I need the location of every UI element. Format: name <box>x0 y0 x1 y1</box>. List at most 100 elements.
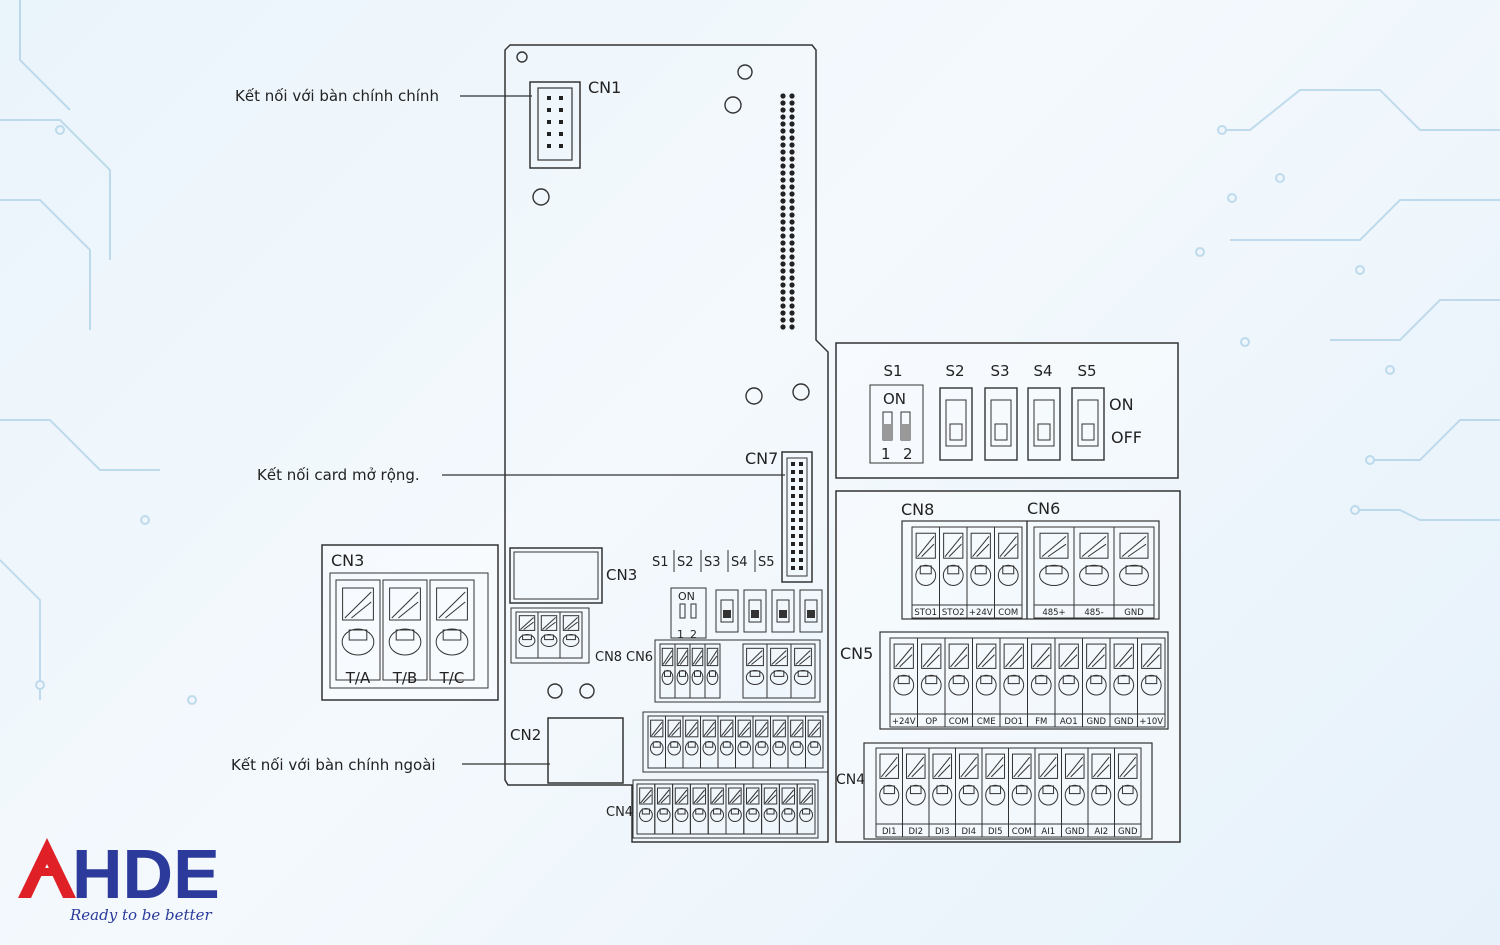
board-slide-switch <box>743 589 767 633</box>
board-slide-inner <box>776 599 790 623</box>
terminal-lever <box>755 719 769 738</box>
terminal-neck <box>784 808 793 815</box>
terminal-hatch <box>438 591 466 619</box>
cn6-detail-pin-label: 485+ <box>1042 608 1065 618</box>
detail-slide-knob <box>1081 423 1095 441</box>
terminal-screw <box>1064 784 1085 806</box>
terminal-hatch <box>948 543 962 557</box>
terminal-lever <box>921 643 942 669</box>
terminal-lever <box>685 719 699 738</box>
terminal-screw <box>562 634 580 648</box>
board-cn8-terminal <box>659 643 676 699</box>
terminal-screw <box>932 784 953 806</box>
terminal-hatch <box>679 655 688 665</box>
terminal-neck <box>897 675 910 685</box>
terminal-hatch <box>954 654 968 668</box>
terminal-lever <box>1038 753 1059 779</box>
terminal-hatch <box>664 655 673 665</box>
circuit-node <box>1275 173 1285 183</box>
header-pin <box>789 100 795 106</box>
header-pin <box>780 226 786 232</box>
header-pin <box>789 163 795 169</box>
terminal-neck <box>792 741 801 748</box>
circuit-trace <box>1355 509 1500 521</box>
header-pin <box>789 303 795 309</box>
mount-hole <box>516 51 528 63</box>
board-cn5-terminal <box>787 715 806 769</box>
terminal-lever <box>656 787 671 805</box>
terminal-screw <box>958 784 979 806</box>
terminal-lever <box>436 587 468 621</box>
terminal-hatch <box>895 646 913 668</box>
terminal-lever <box>932 753 953 779</box>
board-switches <box>670 587 823 639</box>
terminal-screw <box>1030 674 1052 696</box>
terminal-hatch <box>1013 756 1031 778</box>
circuit-node <box>1217 125 1227 135</box>
board-dip-switch <box>670 587 707 639</box>
switch-on-label: ON <box>1109 395 1134 414</box>
board-cn8-terminal <box>689 643 706 699</box>
cn4-detail-pin-label: DI1 <box>882 827 896 837</box>
header-pin <box>789 219 795 225</box>
circuit-trace <box>0 119 111 260</box>
board-slide-knob <box>807 610 815 618</box>
detail-slide-switch <box>939 387 973 461</box>
terminal-screw <box>667 740 682 756</box>
terminal-neck <box>1145 675 1158 685</box>
terminal-hatch <box>756 721 768 737</box>
cn7-pin <box>799 510 803 514</box>
terminal-neck <box>810 741 819 748</box>
cn8-detail-label-cell <box>994 604 1023 619</box>
cn4-detail-pin-label: DI2 <box>909 827 923 837</box>
cn5-detail-terminal <box>889 637 918 715</box>
terminal-hatch <box>1091 654 1105 668</box>
terminal-screw <box>807 740 822 756</box>
cn3-board-label: CN3 <box>606 566 637 584</box>
terminal-hatch <box>899 654 913 668</box>
cn5-detail-frame <box>879 631 1169 730</box>
terminal-screw <box>1039 564 1069 586</box>
terminal-screw <box>763 808 778 822</box>
header-pin <box>780 289 786 295</box>
terminal-hatch <box>1119 654 1133 668</box>
terminal-hatch <box>445 601 466 619</box>
terminal-hatch <box>721 721 733 737</box>
terminal-hatch <box>999 536 1017 557</box>
terminal-hatch <box>668 721 680 737</box>
terminal-screw <box>948 674 970 696</box>
terminal-hatch <box>1087 646 1105 668</box>
header-pin <box>789 212 795 218</box>
detail-slide-knob <box>1037 423 1051 441</box>
terminal-neck <box>936 785 949 795</box>
terminal-hatch <box>686 721 698 737</box>
header-pin <box>789 114 795 120</box>
terminal-body <box>796 783 816 835</box>
header-pin <box>789 128 795 134</box>
terminal-hatch <box>723 727 733 737</box>
cn1-pins <box>547 96 563 148</box>
board-cn6-label: CN6 <box>626 650 653 665</box>
header-pin <box>780 156 786 162</box>
terminal-hatch <box>1092 756 1110 778</box>
terminal-hatch <box>344 591 372 619</box>
cn8-detail-terminal <box>994 526 1023 606</box>
terminal-lever <box>720 719 734 738</box>
board-cn5-terminal <box>647 715 666 769</box>
board-slide-knob <box>779 610 787 618</box>
cn1-pin <box>559 132 563 136</box>
terminal-neck <box>925 675 938 685</box>
terminal-hatch <box>785 794 794 804</box>
terminal-lever <box>794 647 812 667</box>
circuit-trace <box>1230 199 1500 241</box>
board-cn5-terminal <box>752 715 771 769</box>
cn1-pin <box>547 144 551 148</box>
terminal-lever <box>915 532 936 559</box>
terminal-body <box>559 611 583 659</box>
terminal-neck <box>773 670 785 677</box>
header-pin <box>780 170 786 176</box>
cn5-detail-pin-label: AO1 <box>1060 717 1078 727</box>
terminal-lever <box>737 719 751 738</box>
header-pin <box>780 212 786 218</box>
